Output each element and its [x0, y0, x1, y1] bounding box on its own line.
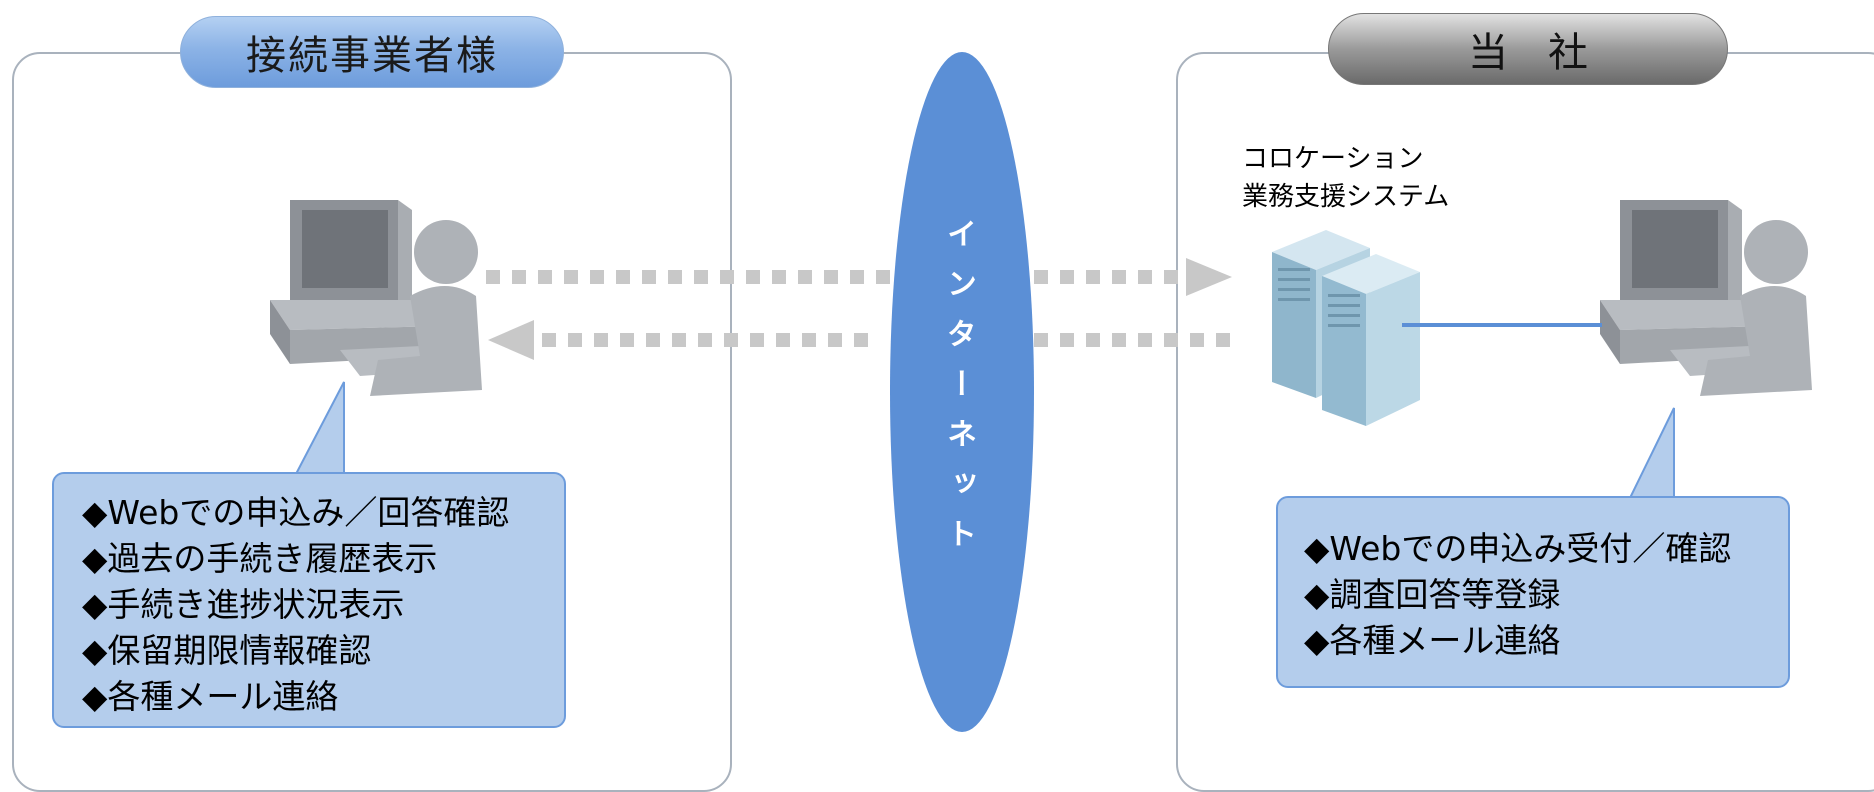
server-icon — [1272, 230, 1420, 426]
arrow-to-operator — [488, 320, 1230, 360]
company-title-pill: 当社 — [1328, 13, 1728, 85]
server-label-line1: コロケーション — [1242, 144, 1424, 174]
operator-features-list: ◆Webでの申込み／回答確認 ◆過去の手続き履歴表示 ◆手続き進捗状況表示 ◆保… — [82, 490, 564, 720]
internet-ellipse — [890, 52, 1034, 732]
left-callout-tail — [294, 381, 345, 475]
list-item: ◆過去の手続き履歴表示 — [82, 539, 438, 578]
internet-label: インターネット — [941, 218, 976, 568]
list-item: ◆各種メール連絡 — [1304, 621, 1561, 660]
operator-title: 接続事業者様 — [246, 33, 498, 79]
operator-pc-icon — [270, 200, 482, 396]
list-item: ◆手続き進捗状況表示 — [82, 585, 405, 624]
list-item: ◆Webでの申込み／回答確認 — [82, 493, 510, 532]
list-item: ◆Webでの申込み受付／確認 — [1304, 529, 1732, 568]
server-label: コロケーション 業務支援システム — [1242, 140, 1449, 216]
arrow-to-company — [486, 258, 1232, 296]
list-item: ◆調査回答等登録 — [1304, 575, 1561, 614]
right-callout-tail — [1628, 407, 1675, 499]
server-label-line2: 業務支援システム — [1242, 182, 1450, 212]
company-title: 当社 — [1468, 30, 1628, 76]
operator-features-callout: ◆Webでの申込み／回答確認 ◆過去の手続き履歴表示 ◆手続き進捗状況表示 ◆保… — [52, 472, 566, 728]
company-features-list: ◆Webでの申込み受付／確認 ◆調査回答等登録 ◆各種メール連絡 — [1304, 526, 1788, 664]
company-features-callout: ◆Webでの申込み受付／確認 ◆調査回答等登録 ◆各種メール連絡 — [1276, 496, 1790, 688]
list-item: ◆保留期限情報確認 — [82, 631, 372, 670]
staff-pc-icon — [1600, 200, 1812, 396]
list-item: ◆各種メール連絡 — [82, 677, 339, 716]
operator-title-pill: 接続事業者様 — [180, 16, 564, 88]
